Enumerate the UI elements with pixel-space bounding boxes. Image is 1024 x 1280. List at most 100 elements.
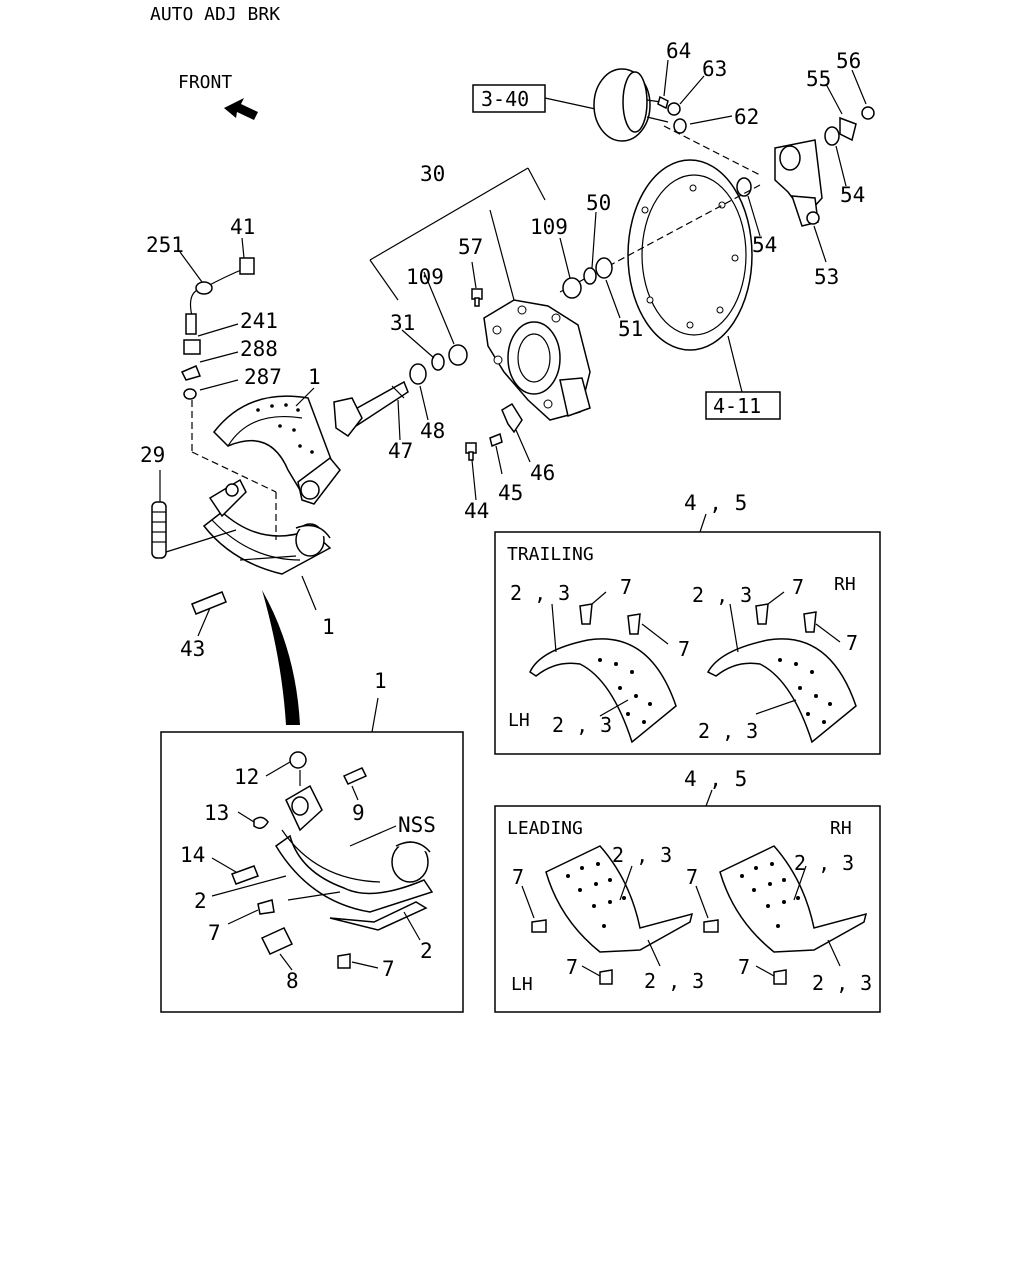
callout-9: 9 xyxy=(352,801,365,825)
diagram-title: AUTO ADJ BRK xyxy=(150,4,280,25)
callout-7-b: 7 xyxy=(382,957,395,981)
callout-13: 13 xyxy=(204,801,229,825)
callout-nss: NSS xyxy=(398,813,436,837)
callout-57: 57 xyxy=(458,235,483,259)
trailing-lining-panel: 4 , 5 TRAILING RH LH 2 , 3 7 7 2 , 3 2 xyxy=(494,491,881,755)
leading-callout-7-d: 7 xyxy=(738,955,750,979)
dust-shield xyxy=(627,159,753,351)
trailing-callout-23-c: 2 , 3 xyxy=(692,583,752,607)
callout-56: 56 xyxy=(836,49,861,73)
callout-1-a: 1 xyxy=(308,365,321,389)
leader-lines xyxy=(159,59,867,637)
leading-rh: RH xyxy=(830,818,852,839)
leading-callout-23-a: 2 , 3 xyxy=(612,843,672,867)
return-spring xyxy=(151,501,237,559)
trailing-title: TRAILING xyxy=(507,544,594,565)
svg-text:4-11: 4-11 xyxy=(713,394,761,418)
callout-7-a: 7 xyxy=(208,921,221,945)
callout-47: 47 xyxy=(388,439,413,463)
callout-109-b: 109 xyxy=(406,265,444,289)
callout-54-a: 54 xyxy=(840,183,865,207)
callout-1-b: 1 xyxy=(322,615,335,639)
trailing-callout-7-a: 7 xyxy=(620,575,632,599)
callout-44: 44 xyxy=(464,499,489,523)
trailing-heading: 4 , 5 xyxy=(684,491,747,515)
leading-lining-panel: 4 , 5 LEADING RH LH 7 2 , 3 7 2 xyxy=(494,767,881,1013)
callout-109-a: 109 xyxy=(530,215,568,239)
leading-callout-23-b: 2 , 3 xyxy=(644,969,704,993)
leading-title: LEADING xyxy=(507,818,583,839)
wear-sensor-harness xyxy=(180,257,255,400)
brake-chamber xyxy=(593,68,669,142)
lock-plate-46 xyxy=(501,402,523,434)
leader-30 xyxy=(369,167,546,301)
brake-spider xyxy=(483,299,591,421)
seal-51 xyxy=(595,257,613,279)
camshaft xyxy=(333,380,409,438)
trailing-callout-23-b: 2 , 3 xyxy=(552,713,612,737)
callout-62: 62 xyxy=(734,105,759,129)
svg-text:3-40: 3-40 xyxy=(481,87,529,111)
trailing-callout-7-c: 7 xyxy=(792,575,804,599)
callout-287: 287 xyxy=(244,365,282,389)
ref-box-4-11[interactable]: 4-11 xyxy=(705,391,781,420)
leading-lh: LH xyxy=(511,974,533,995)
ref-box-3-40[interactable]: 3-40 xyxy=(472,84,546,113)
trailing-callout-23-a: 2 , 3 xyxy=(510,581,570,605)
brake-shoe-upper xyxy=(213,395,341,505)
callout-53: 53 xyxy=(814,265,839,289)
bushing-109-lower xyxy=(448,344,468,366)
inset-callouts: 12 13 9 NSS 14 2 7 2 8 7 xyxy=(180,765,436,993)
callout-51: 51 xyxy=(618,317,643,341)
bolt-57 xyxy=(471,288,483,307)
leading-heading: 4 , 5 xyxy=(684,767,747,791)
callout-29: 29 xyxy=(140,443,165,467)
callout-63: 63 xyxy=(702,57,727,81)
seal-50 xyxy=(583,267,597,285)
callout-31: 31 xyxy=(390,311,415,335)
shoe-detail-inset xyxy=(160,697,464,1013)
bushing-109-upper xyxy=(562,277,582,299)
callout-numbers: 30 64 63 62 56 55 54 54 53 50 109 109 57… xyxy=(140,39,865,693)
callout-54-b: 54 xyxy=(752,233,777,257)
leading-callout-7-c: 7 xyxy=(686,865,698,889)
bolt-44 xyxy=(465,442,477,461)
anchor-pin xyxy=(191,591,227,615)
callout-30: 30 xyxy=(420,162,445,186)
leading-callout-7-b: 7 xyxy=(566,955,578,979)
callout-12: 12 xyxy=(234,765,259,789)
front-label: FRONT xyxy=(178,72,232,93)
brake-shoe-lower xyxy=(202,478,332,575)
callout-251: 251 xyxy=(146,233,184,257)
callout-14: 14 xyxy=(180,843,205,867)
trailing-callout-7-d: 7 xyxy=(846,631,858,655)
callout-64: 64 xyxy=(666,39,691,63)
chamber-bracket xyxy=(657,95,875,227)
callout-45: 45 xyxy=(498,481,523,505)
washer-45 xyxy=(489,432,503,448)
callout-41: 41 xyxy=(230,215,255,239)
seal-31 xyxy=(431,353,445,371)
seal-48 xyxy=(409,363,427,385)
callout-46: 46 xyxy=(530,461,555,485)
callout-2-a: 2 xyxy=(194,889,207,913)
callout-288: 288 xyxy=(240,337,278,361)
callout-55: 55 xyxy=(806,67,831,91)
callout-50: 50 xyxy=(586,191,611,215)
callout-2-b: 2 xyxy=(420,939,433,963)
trailing-callout-23-d: 2 , 3 xyxy=(698,719,758,743)
callout-43: 43 xyxy=(180,637,205,661)
callout-8: 8 xyxy=(286,969,299,993)
callout-48: 48 xyxy=(420,419,445,443)
leading-callout-23-d: 2 , 3 xyxy=(812,971,872,995)
callout-1-c: 1 xyxy=(374,669,387,693)
callout-241: 241 xyxy=(240,309,278,333)
leading-callout-7-a: 7 xyxy=(512,865,524,889)
leading-callout-23-c: 2 , 3 xyxy=(794,851,854,875)
detail-pointer-arrow xyxy=(262,590,300,725)
trailing-lh: LH xyxy=(508,710,530,731)
front-arrow-icon xyxy=(224,98,258,120)
trailing-rh: RH xyxy=(834,574,856,595)
trailing-callout-7-b: 7 xyxy=(678,637,690,661)
